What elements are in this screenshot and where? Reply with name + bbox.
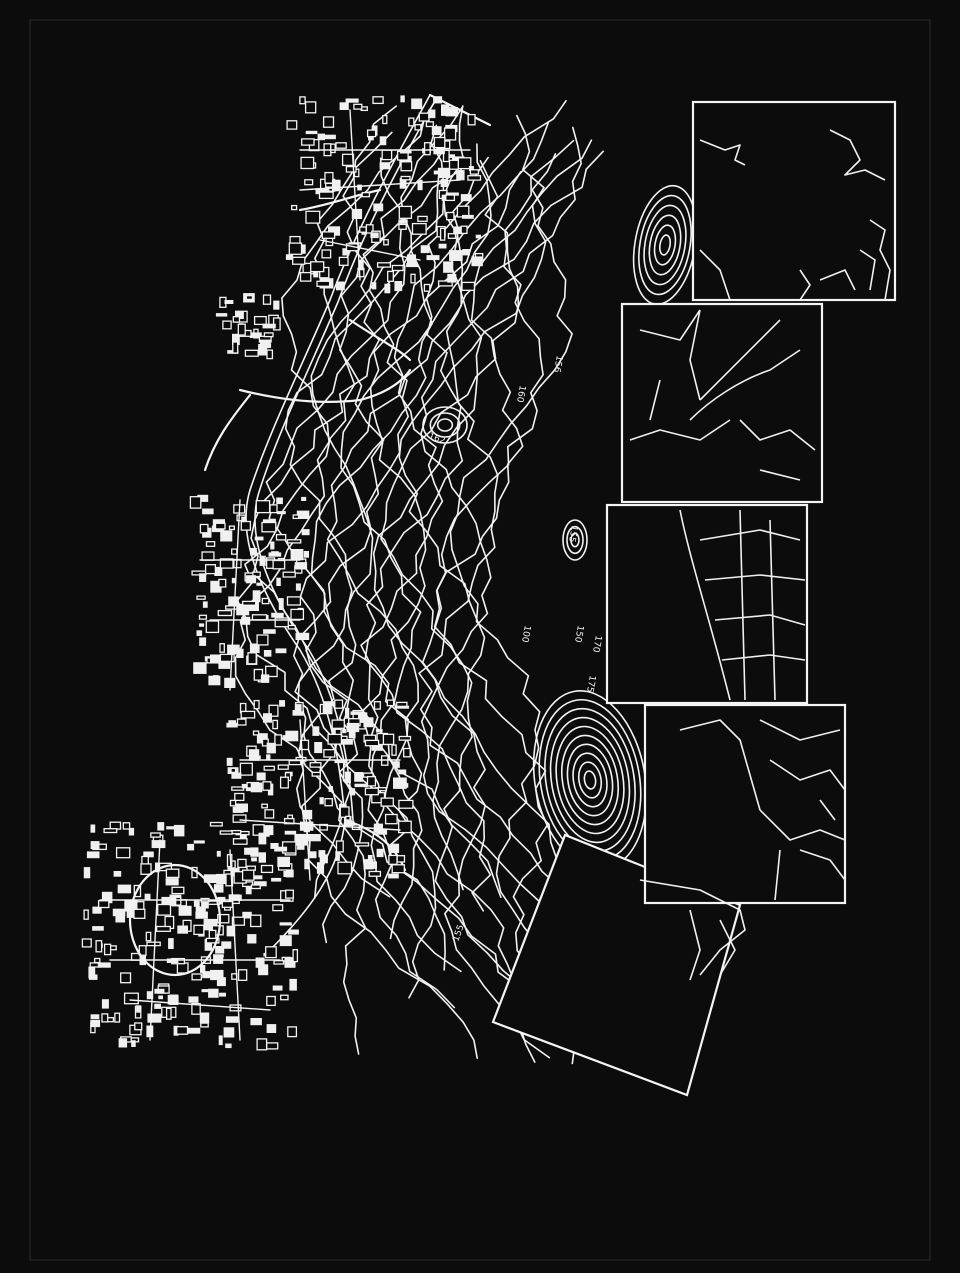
inset-frame-4 [643, 703, 847, 905]
elevation-label: 100 [519, 624, 532, 643]
elevation-label: 175 [584, 674, 597, 693]
detail-insets [491, 100, 897, 1097]
elevation-label: 170 [590, 634, 603, 653]
inset-frame-2 [620, 302, 824, 504]
elevation-label: 160 [514, 384, 527, 403]
inset-frame-3 [605, 503, 809, 705]
elevation-label: 155 [451, 923, 466, 943]
elevation-label: 155 [566, 524, 579, 543]
film-edge [29, 19, 931, 1261]
urban-area [81, 95, 484, 1051]
inset-frame-1 [691, 100, 897, 302]
elevation-label: 150 [572, 624, 585, 643]
field-parcel-insets [639, 879, 746, 981]
elevation-label: 162 [427, 431, 447, 446]
elevation-label: 156 [551, 354, 564, 373]
